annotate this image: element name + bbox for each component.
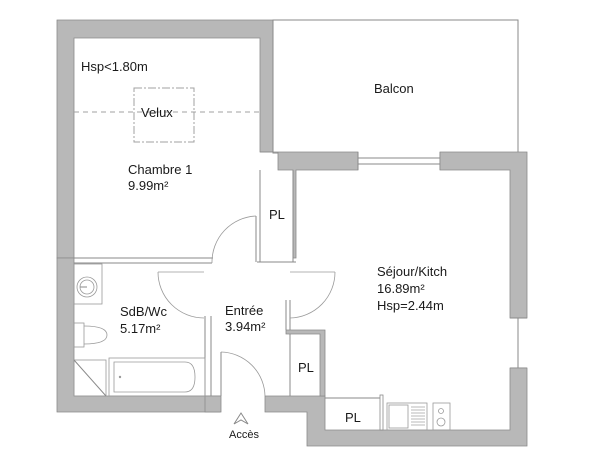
arrow-up-icon: [233, 412, 249, 425]
closet-label-2: PL: [298, 360, 314, 375]
door-entree[interactable]: [220, 351, 266, 397]
entree-area: 3.94m²: [225, 319, 266, 334]
door-sdb[interactable]: [157, 271, 205, 319]
shower-icon: [73, 359, 107, 397]
cooktop-icon: [432, 402, 451, 431]
toilet-icon: [73, 322, 85, 348]
bathtub-icon: [113, 361, 196, 393]
balcon-area: [272, 19, 519, 154]
velux-label: Velux: [141, 105, 173, 120]
sdb-name: SdB/Wc: [120, 304, 167, 319]
access-label: Accès: [229, 429, 259, 441]
sejour-name: Séjour/Kitch: [377, 264, 448, 279]
closet-label-3: PL: [345, 410, 361, 425]
sink-icon: [386, 402, 428, 431]
closet-label-1: PL: [269, 207, 285, 222]
sejour-height: Hsp=2.44m: [377, 298, 444, 313]
chambre-height-note: Hsp<1.80m: [81, 59, 148, 74]
door-chambre[interactable]: [211, 215, 257, 264]
wall-chambre: [56, 19, 274, 259]
velux-window: [133, 87, 195, 143]
sdb-area: 5.17m²: [120, 321, 161, 336]
washbasin-icon: [73, 263, 103, 305]
chambre-name: Chambre 1: [128, 162, 193, 177]
chambre-area: 9.99m²: [128, 178, 169, 193]
balcon-label: Balcon: [374, 81, 414, 96]
entree-name: Entrée: [225, 303, 264, 318]
door-sejour[interactable]: [289, 271, 336, 319]
sejour-area: 16.89m²: [377, 281, 425, 296]
wall-balcon: [260, 151, 359, 259]
